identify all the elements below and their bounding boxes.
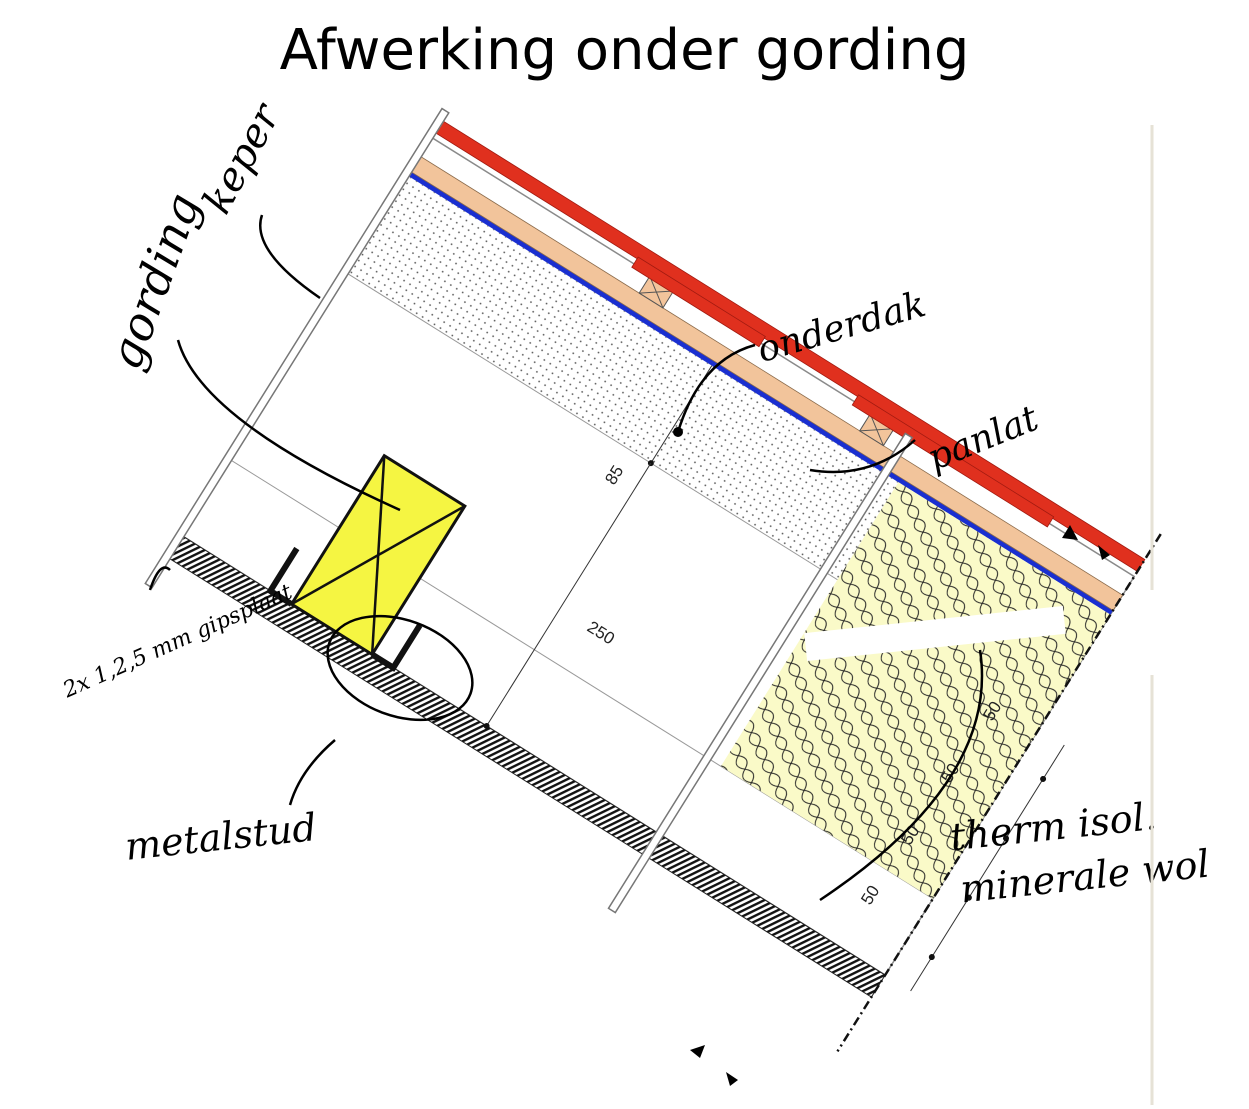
axis-arrow-top [1062, 525, 1078, 540]
leader-therm-isol [819, 649, 984, 902]
metal-stud-right [370, 623, 423, 672]
board-layer [408, 154, 1124, 611]
column-line-mid [607, 432, 914, 914]
label-gording: gording [98, 186, 211, 376]
dimension-85: 85 [601, 462, 627, 488]
label-gipsplaat: 2x 1,2,5 mm gipsplaat [59, 580, 297, 704]
leader-gording [176, 339, 401, 512]
mineral-wool [720, 482, 1111, 899]
onderdak-membrane [406, 170, 1114, 615]
roof-tile-2 [851, 394, 1055, 528]
leader-panlat [809, 439, 916, 474]
overlay-band [804, 605, 1066, 661]
label-keper: keper [194, 94, 291, 221]
leader-keper [259, 214, 321, 300]
dimension-50-d: 50 [857, 882, 883, 908]
leader-metalstud-circle [326, 614, 474, 722]
column-line-left [144, 107, 450, 589]
label-onderdak: onderdak [753, 284, 930, 371]
metal-stud-left [266, 546, 300, 607]
axis-arrow-bottom-2 [726, 1072, 738, 1086]
page-title: Afwerking onder gording [279, 18, 970, 83]
leader-onderdak [676, 343, 756, 433]
roof-tile-1 [631, 256, 766, 348]
roof-section [144, 107, 1162, 1053]
leader-gipsplaat [148, 566, 171, 591]
label-metalstud: metalstud [123, 805, 319, 869]
axis-arrow-bottom [690, 1045, 705, 1058]
axis-arrow-top-2 [1098, 545, 1110, 560]
dimension-250: 250 [584, 617, 618, 648]
leader-metalstud [288, 739, 336, 806]
